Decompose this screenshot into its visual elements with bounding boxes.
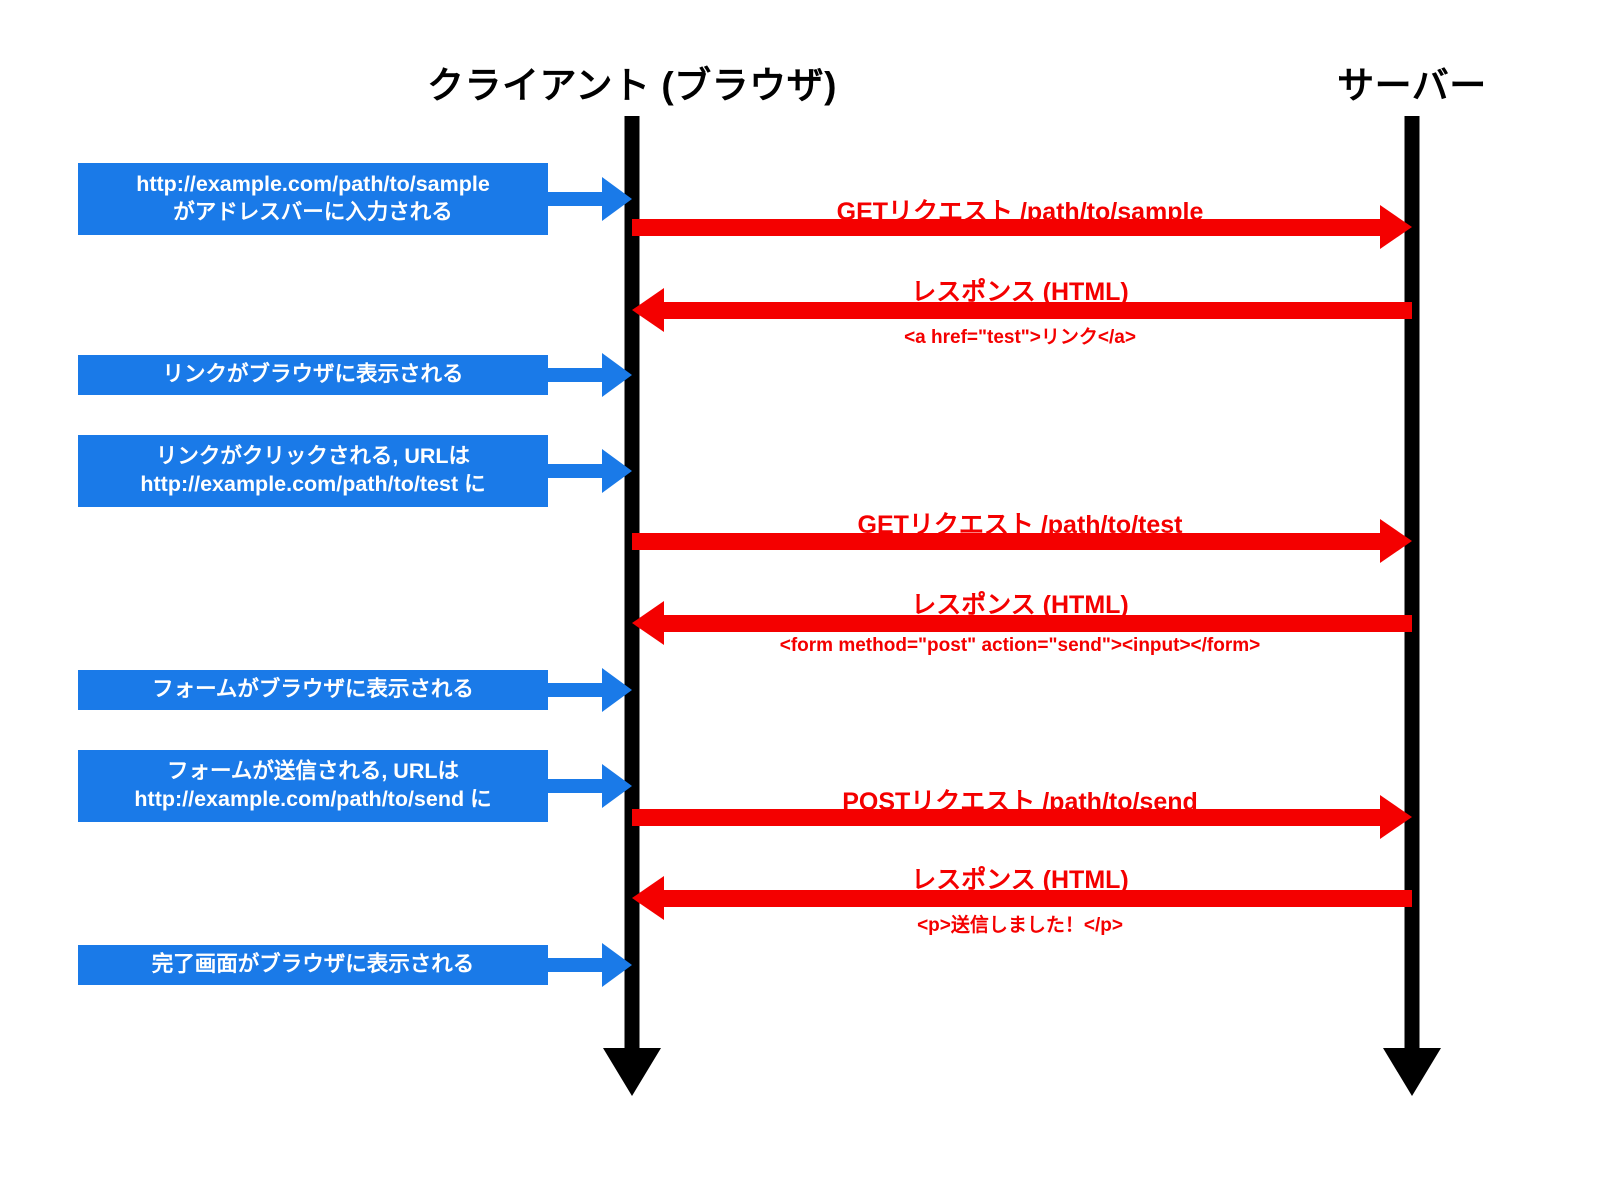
note-form-submitted-line1: フォームが送信される, URLは <box>167 759 459 784</box>
note-link-clicked-line1: リンクがクリックされる, URLは <box>155 444 471 469</box>
message-shaft-response-1 <box>664 302 1412 319</box>
message-shaft-post-send <box>632 809 1380 826</box>
message-payload-response-3: <p>送信しました！</p> <box>917 915 1123 936</box>
note-link-displayed: リンクがブラウザに表示される <box>78 355 548 395</box>
actor-label-server: サーバー <box>1337 65 1487 106</box>
message-payload-response-2: <form method="post" action="send"><input… <box>779 635 1261 656</box>
lifeline-server <box>1404 116 1420 1056</box>
message-shaft-get-test <box>632 533 1380 550</box>
note-connector-shaft-1 <box>548 192 610 206</box>
note-link-displayed-line1: リンクがブラウザに表示される <box>162 362 464 387</box>
message-arrowhead-get-sample <box>1380 205 1412 249</box>
note-connector-shaft-6 <box>548 958 610 972</box>
message-label-response-2: レスポンス (HTML) <box>911 591 1129 619</box>
note-form-displayed: フォームがブラウザに表示される <box>78 670 548 710</box>
note-connector-shaft-3 <box>548 464 610 478</box>
note-form-submitted: フォームが送信される, URLは http://example.com/path… <box>78 750 548 822</box>
message-shaft-get-sample <box>632 219 1380 236</box>
note-url-entered: http://example.com/path/to/sample がアドレスバ… <box>78 163 548 235</box>
note-link-clicked: リンクがクリックされる, URLは http://example.com/pat… <box>78 435 548 507</box>
note-form-submitted-line2: http://example.com/path/to/send に <box>134 787 492 811</box>
message-payload-response-1: <a href="test">リンク</a> <box>904 327 1136 348</box>
note-connector-arrow-1 <box>602 177 632 221</box>
note-url-entered-line1: http://example.com/path/to/sample <box>136 172 490 197</box>
message-shaft-response-3 <box>664 890 1412 907</box>
note-complete-displayed: 完了画面がブラウザに表示される <box>78 945 548 985</box>
note-connector-arrow-3 <box>602 449 632 493</box>
note-connector-arrow-6 <box>602 943 632 987</box>
message-shaft-response-2 <box>664 615 1412 632</box>
actor-label-client: クライアント (ブラウザ) <box>427 65 837 106</box>
note-url-entered-line2: がアドレスバーに入力される <box>173 200 453 224</box>
note-connector-shaft-5 <box>548 779 610 793</box>
note-connector-shaft-4 <box>548 683 610 697</box>
lifeline-server-arrowhead <box>1383 1048 1441 1096</box>
message-arrowhead-response-1 <box>632 288 664 332</box>
message-arrowhead-post-send <box>1380 795 1412 839</box>
note-connector-arrow-4 <box>602 668 632 712</box>
message-arrowhead-response-2 <box>632 601 664 645</box>
message-label-response-3: レスポンス (HTML) <box>911 866 1129 894</box>
message-arrowhead-get-test <box>1380 519 1412 563</box>
note-complete-displayed-line1: 完了画面がブラウザに表示される <box>151 952 475 977</box>
note-connector-arrow-5 <box>602 764 632 808</box>
message-label-response-1: レスポンス (HTML) <box>911 278 1129 306</box>
note-connector-arrow-2 <box>602 353 632 397</box>
note-connector-shaft-2 <box>548 368 610 382</box>
note-link-clicked-line2: http://example.com/path/to/test に <box>140 472 486 496</box>
lifeline-client-arrowhead <box>603 1048 661 1096</box>
note-form-displayed-line1: フォームがブラウザに表示される <box>152 677 474 702</box>
message-arrowhead-response-3 <box>632 876 664 920</box>
